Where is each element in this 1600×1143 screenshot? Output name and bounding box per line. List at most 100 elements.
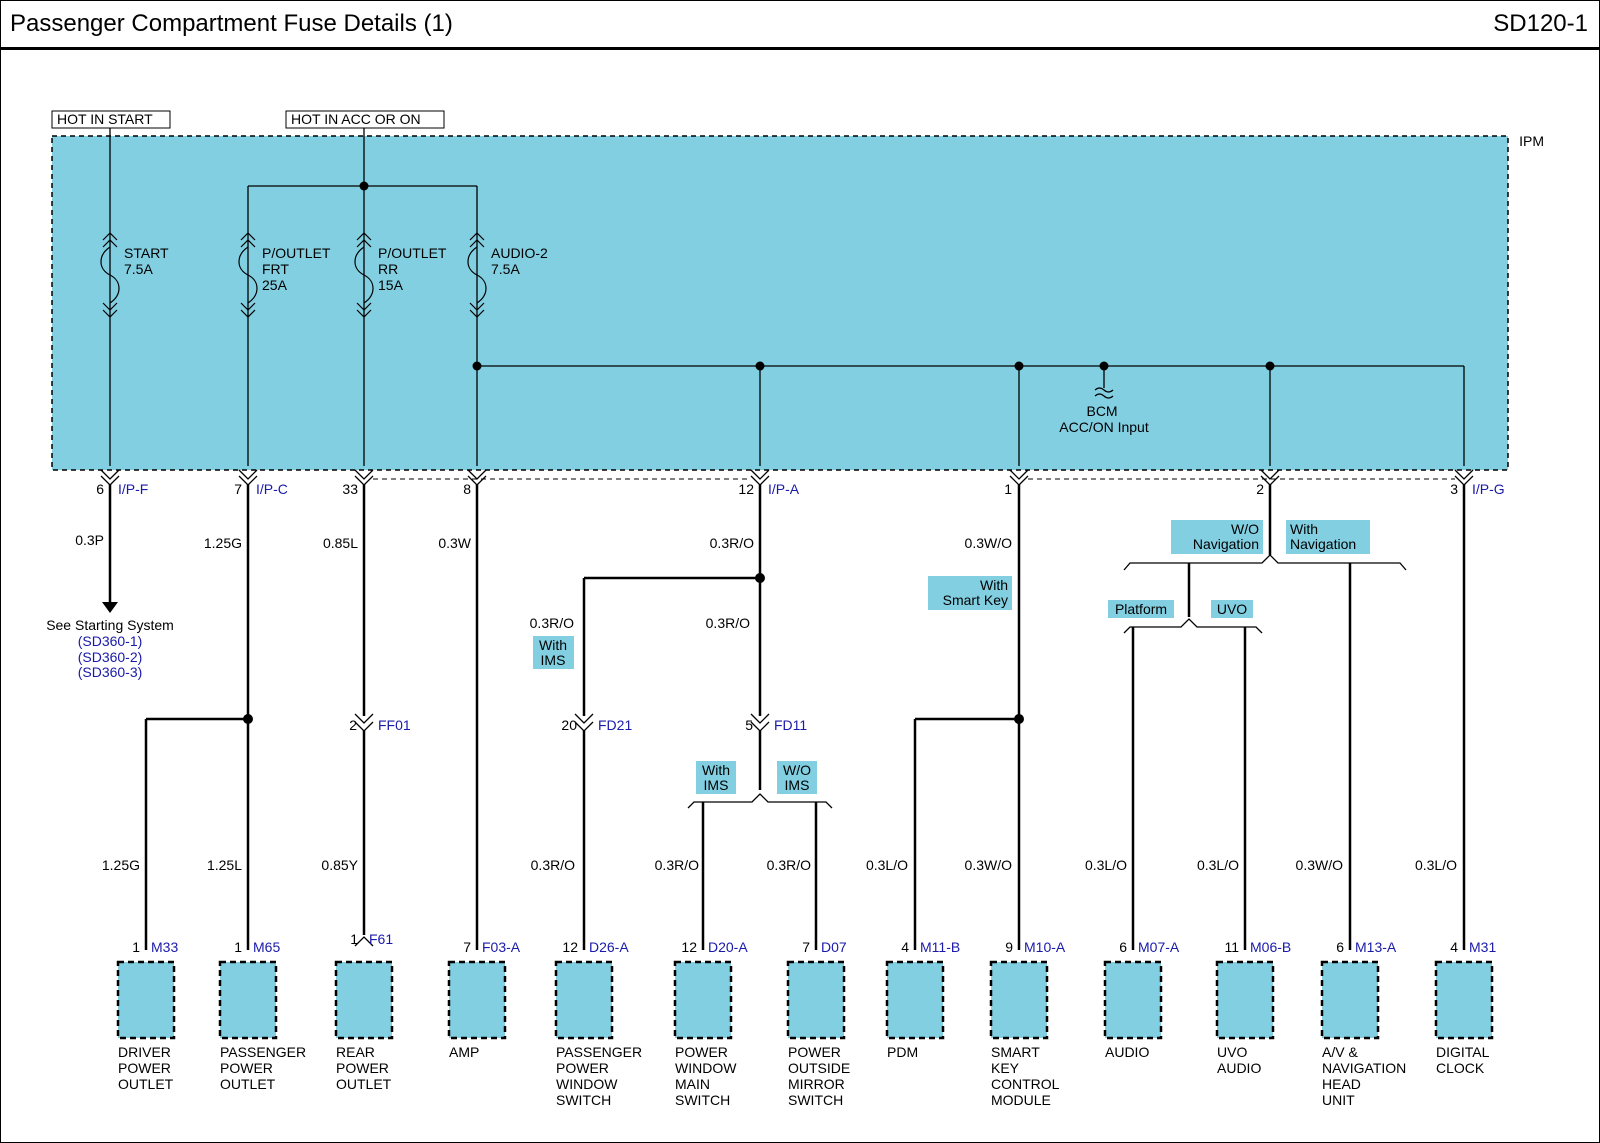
wire-pfrt: 1.25G <box>204 535 242 551</box>
c5-name: I/P-A <box>768 481 800 497</box>
component-label-line: PDM <box>887 1044 918 1060</box>
component-label: AUDIO <box>1105 1044 1149 1060</box>
component-label-line: DIGITAL <box>1436 1044 1490 1060</box>
component-connector: D20-A <box>708 939 748 955</box>
component-label-line: PASSENGER <box>556 1044 642 1060</box>
component-label-line: KEY <box>991 1060 1020 1076</box>
wire-ipa-right: 0.3R/O <box>706 615 750 631</box>
hot-in-acc-label: HOT IN ACC OR ON <box>291 111 421 127</box>
c2-pin: 7 <box>234 481 242 497</box>
wire-avn: 0.3W/O <box>1296 857 1344 873</box>
component-connector: D07 <box>821 939 847 955</box>
starting-system-ref: See Starting System <box>46 617 174 633</box>
fd21-name: FD21 <box>598 717 632 733</box>
component-label-line: MIRROR <box>788 1076 845 1092</box>
component-box <box>1215 960 1275 1040</box>
component-pin: 4 <box>1450 939 1458 955</box>
component-connector: M06-B <box>1250 939 1291 955</box>
wire-clock: 0.3L/O <box>1415 857 1457 873</box>
component-label-line: AUDIO <box>1105 1044 1149 1060</box>
component-box <box>989 960 1049 1040</box>
component-label-line: MAIN <box>675 1076 710 1092</box>
component-label: PDM <box>887 1044 918 1060</box>
component-connector: F61 <box>369 931 393 947</box>
wire-rear-outlet: 0.85Y <box>321 857 358 873</box>
tag-wo-nav-bg <box>1171 520 1263 554</box>
component-connector: M10-A <box>1024 939 1066 955</box>
component-label-line: CONTROL <box>991 1076 1060 1092</box>
diagram-code: SD120-1 <box>1493 10 1588 37</box>
component-label-line: POWER <box>220 1060 273 1076</box>
component-label: AMP <box>449 1044 479 1060</box>
tag-with-smart-key-bg <box>928 576 1012 610</box>
link-sd360-3[interactable]: (SD360-3) <box>78 664 143 680</box>
ipm-box <box>51 135 1509 471</box>
component-connector: M07-A <box>1138 939 1180 955</box>
tag-wo-ims-bg <box>777 761 817 794</box>
component-label-line: HEAD <box>1322 1076 1361 1092</box>
component-pin: 1 <box>132 939 140 955</box>
component-label-line: POWER <box>336 1060 389 1076</box>
component-box <box>554 960 614 1040</box>
hot-in-start-box <box>51 110 171 129</box>
fd11-pin: 5 <box>745 717 753 733</box>
component-box <box>786 960 846 1040</box>
wire-uvo: 0.3L/O <box>1197 857 1239 873</box>
wire-ipa-left: 0.3R/O <box>530 615 574 631</box>
component-pin: 12 <box>562 939 578 955</box>
link-sd360-1[interactable]: (SD360-1) <box>78 633 143 649</box>
wire-pws: 0.3R/O <box>531 857 575 873</box>
c7-pin: 2 <box>1256 481 1264 497</box>
component-connector: D26-A <box>589 939 629 955</box>
component-pin: 12 <box>681 939 697 955</box>
tag-uvo-bg <box>1211 600 1253 618</box>
tag-with-ims-2-bg <box>696 761 736 794</box>
component-box <box>116 960 176 1040</box>
header-bar: Passenger Compartment Fuse Details (1) S… <box>0 0 1600 50</box>
starting-system-links[interactable]: (SD360-1) (SD360-2) (SD360-3) <box>78 633 143 680</box>
component-label-line: AUDIO <box>1217 1060 1261 1076</box>
bcm-line-2: ACC/ON Input <box>1059 419 1149 435</box>
link-sd360-2[interactable]: (SD360-2) <box>78 649 143 665</box>
tag-platform-bg <box>1108 600 1174 618</box>
c8-name: I/P-G <box>1472 481 1505 497</box>
component-label-line: UVO <box>1217 1044 1247 1060</box>
component-label-line: OUTLET <box>336 1076 392 1092</box>
component-box <box>1434 960 1494 1040</box>
component-label-line: POWER <box>675 1044 728 1060</box>
c8-pin: 3 <box>1450 481 1458 497</box>
component-connector: M11-B <box>920 939 960 955</box>
inline-connector-labels: 2 FF01 20 FD21 5 FD11 <box>349 717 807 733</box>
component-box <box>673 960 733 1040</box>
c1-pin: 6 <box>96 481 104 497</box>
component-label-line: OUTSIDE <box>788 1060 850 1076</box>
ipm-connector-labels: 6 I/P-F 7 I/P-C 33 8 12 I/P-A 1 2 3 I/P-… <box>96 481 1504 497</box>
page-title: Passenger Compartment Fuse Details (1) <box>10 10 453 37</box>
wire-passenger-outlet: 1.25L <box>207 857 242 873</box>
component-connector: M31 <box>1469 939 1496 955</box>
wire-amp: 0.3W <box>438 535 471 551</box>
wire-start: 0.3P <box>75 532 104 548</box>
